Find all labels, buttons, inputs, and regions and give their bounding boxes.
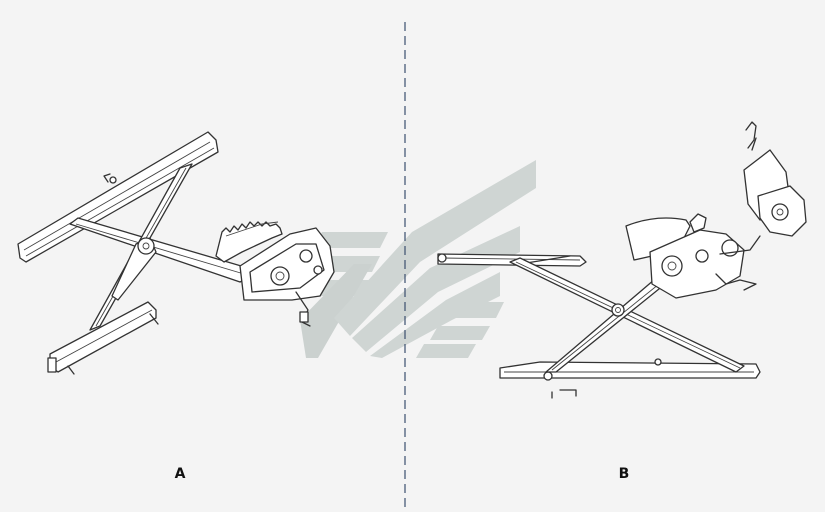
gearbox-a (239, 227, 335, 327)
motor-b (719, 121, 807, 255)
top-rail-b (437, 253, 587, 267)
watermark-logo (300, 160, 536, 358)
regulator-b-drawing (437, 121, 807, 399)
pivot-b (611, 303, 625, 317)
top-rail-a (17, 131, 219, 263)
gear-sector-a (215, 221, 283, 263)
regulator-a-drawing (17, 131, 335, 375)
panel-b-caption: B (618, 466, 630, 482)
bottom-rail-a (47, 301, 159, 375)
pivot-a (137, 237, 155, 255)
gearbox-b (649, 229, 757, 299)
panel-a-caption: A (174, 466, 186, 482)
